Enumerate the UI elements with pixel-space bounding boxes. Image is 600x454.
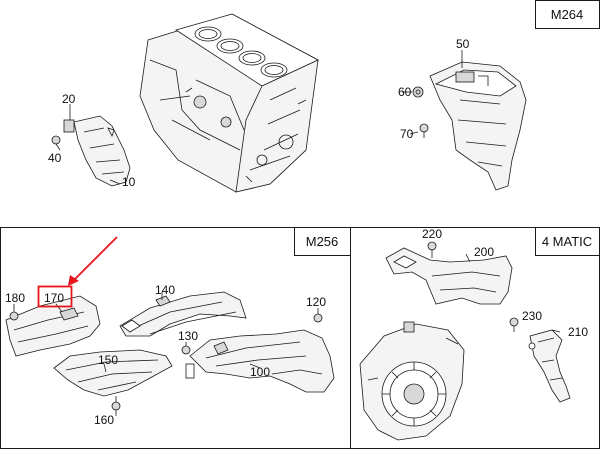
matic-tag-box bbox=[535, 227, 600, 256]
label-210: 210 bbox=[568, 325, 588, 339]
highlight-box bbox=[37, 285, 73, 308]
heat-shield-170 bbox=[5, 295, 101, 357]
label-120: 120 bbox=[306, 295, 326, 309]
label-130: 130 bbox=[178, 329, 198, 343]
label-180: 180 bbox=[5, 291, 25, 305]
bracket-200 bbox=[385, 241, 513, 305]
highlight-arrow-line bbox=[71, 236, 118, 283]
part-labels: 20 40 10 50 60 70 180 170 140 120 130 15… bbox=[5, 37, 588, 427]
heat-shield-140 bbox=[119, 291, 247, 337]
label-40: 40 bbox=[48, 151, 62, 165]
label-150: 150 bbox=[98, 353, 118, 367]
label-170: 170 bbox=[44, 291, 64, 305]
label-140: 140 bbox=[155, 283, 175, 297]
m264-tag: M264 bbox=[551, 7, 584, 22]
heat-shield-50 bbox=[402, 50, 527, 191]
label-200: 200 bbox=[474, 245, 494, 259]
label-10: 10 bbox=[122, 175, 136, 189]
label-70: 70 bbox=[400, 127, 414, 141]
heat-shield-150 bbox=[53, 349, 173, 416]
heat-shield-100 bbox=[181, 308, 335, 393]
transfer-case bbox=[359, 321, 465, 441]
label-220: 220 bbox=[422, 227, 442, 241]
m256-tag: M256 bbox=[306, 234, 339, 249]
engine-block bbox=[139, 13, 319, 193]
label-160: 160 bbox=[94, 413, 114, 427]
matic-tag: 4 MATIC bbox=[542, 234, 592, 249]
label-60: 60 bbox=[398, 85, 412, 99]
m264-tag-box bbox=[535, 0, 600, 29]
highlight-callout bbox=[37, 236, 118, 308]
label-100: 100 bbox=[250, 365, 270, 379]
m256-tag-box bbox=[294, 227, 351, 256]
heat-shield-10 bbox=[51, 104, 131, 187]
highlight-arrow-head bbox=[68, 275, 79, 286]
label-230: 230 bbox=[522, 309, 542, 323]
label-20: 20 bbox=[62, 92, 76, 106]
label-50: 50 bbox=[456, 37, 470, 51]
bracket-210 bbox=[509, 317, 571, 403]
